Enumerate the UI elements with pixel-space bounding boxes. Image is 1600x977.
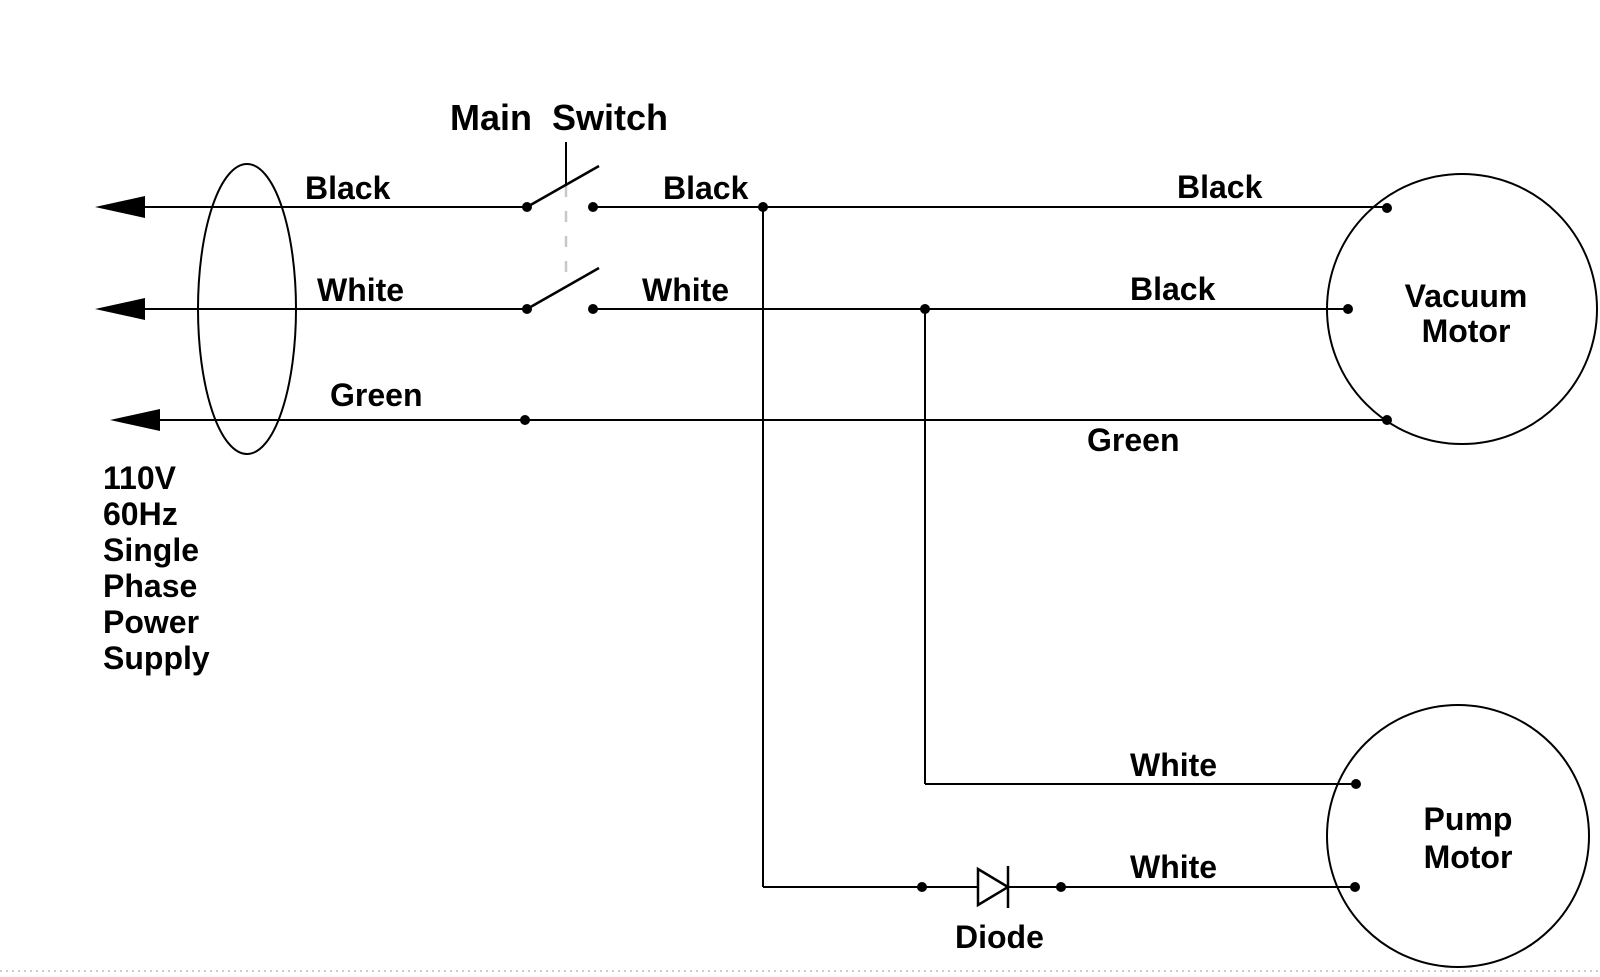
power-supply-line: 110V — [103, 460, 177, 496]
junction-dot — [520, 415, 530, 425]
vacuum-motor-label-line1: Vacuum — [1405, 278, 1528, 314]
wire-label-white-left: White — [317, 272, 404, 308]
vacuum-motor-label-line2: Motor — [1422, 313, 1511, 349]
vacuum-terminal-dot — [1343, 304, 1353, 314]
diode-anode-dot — [917, 882, 927, 892]
junction-dot — [588, 202, 598, 212]
pump-motor-circle — [1326, 704, 1590, 968]
wire-label-black-right-top: Black — [1177, 169, 1263, 205]
switch-blade-white — [526, 266, 600, 311]
vacuum-terminal-dot — [1382, 415, 1392, 425]
wire-label-black-right-mid: Black — [1130, 271, 1216, 307]
junction-dot — [522, 202, 532, 212]
wire-label-white-pump-top: White — [1130, 747, 1217, 783]
vacuum-motor-circle — [1326, 173, 1598, 445]
junction-dot — [522, 304, 532, 314]
wire-label-green-left: Green — [330, 377, 422, 413]
power-supply-line: Single — [103, 532, 199, 568]
vacuum-terminal-dot — [1382, 203, 1392, 213]
power-supply-text-block: 110V 60Hz Single Phase Power Supply — [103, 460, 210, 676]
junction-dot — [920, 304, 930, 314]
power-supply-line: Power — [103, 604, 199, 640]
power-supply-line: Supply — [103, 640, 210, 676]
pump-terminal-dot — [1350, 882, 1360, 892]
power-line-arrow-icon — [95, 298, 145, 320]
wire-label-white-pump-bottom: White — [1130, 849, 1217, 885]
power-supply-line: Phase — [103, 568, 197, 604]
pump-terminal-dot — [1351, 779, 1361, 789]
wire-label-black-left: Black — [305, 170, 391, 206]
wire-label-green-right: Green — [1087, 422, 1179, 458]
diode-label: Diode — [955, 919, 1044, 955]
junction-dot — [758, 202, 768, 212]
pump-motor-label-line1: Pump — [1424, 801, 1513, 837]
junction-dot — [588, 304, 598, 314]
power-line-arrow-icon — [95, 196, 145, 218]
wire-label-black-mid: Black — [663, 170, 749, 206]
power-line-arrow-icon — [110, 409, 160, 431]
diode-icon — [976, 866, 1011, 908]
wire-label-white-mid: White — [642, 272, 729, 308]
diode-cathode-dot — [1056, 882, 1066, 892]
pump-motor-label-line2: Motor — [1424, 839, 1513, 875]
main-switch-label: Main Switch — [450, 97, 668, 138]
power-supply-line: 60Hz — [103, 496, 178, 532]
switch-blade-black — [526, 164, 600, 209]
